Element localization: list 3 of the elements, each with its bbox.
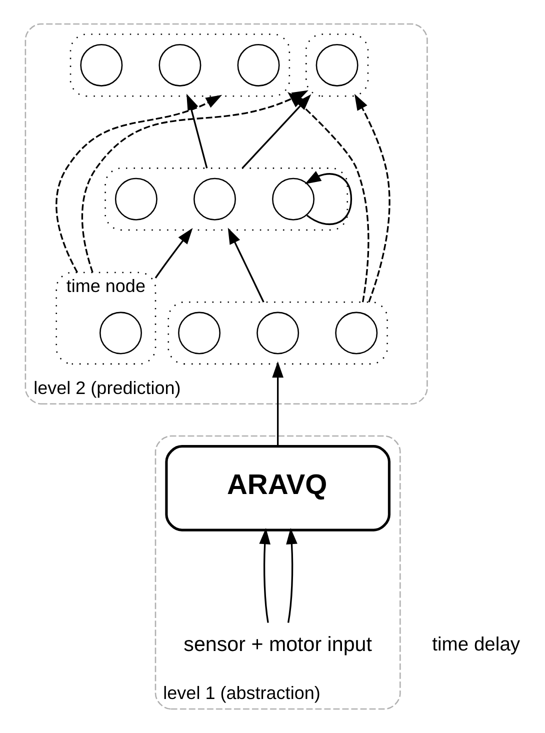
node-label: time node	[66, 276, 145, 296]
node-text: sensor + motor input	[183, 632, 372, 656]
label: time delay	[432, 634, 520, 656]
